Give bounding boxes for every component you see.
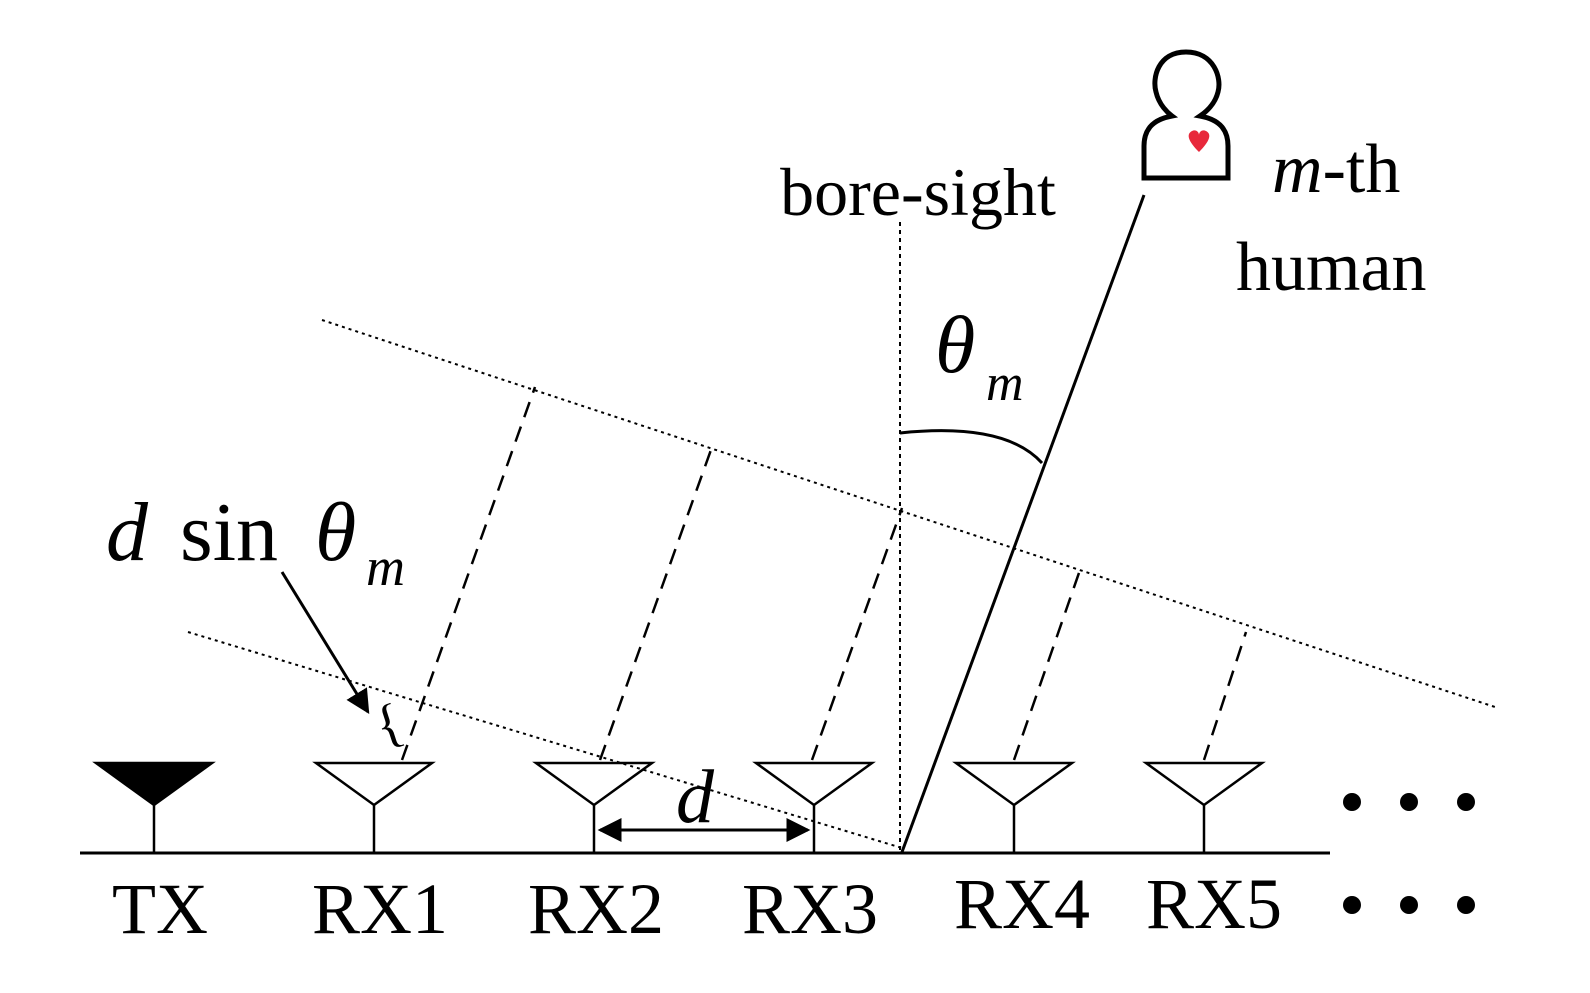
path-line-rx5 xyxy=(1202,631,1248,761)
path-line-rx4 xyxy=(1012,569,1082,761)
person-icon xyxy=(1141,49,1231,181)
rx-antenna-icon xyxy=(952,761,1076,807)
antenna-rx4 xyxy=(952,761,1076,853)
tx-antenna-icon xyxy=(92,761,216,807)
path-subscript: m xyxy=(366,537,405,597)
path-difference-brace: { xyxy=(367,691,410,756)
path-lines xyxy=(400,386,1248,761)
incident-ray-line xyxy=(900,194,1146,853)
path-sin: sin xyxy=(180,486,278,579)
path-d: d xyxy=(106,486,149,579)
antenna-label-rx4: RX4 xyxy=(954,864,1090,944)
human-suffix: -th xyxy=(1323,131,1401,208)
antenna-rx1 xyxy=(312,761,436,853)
spacing-label: d xyxy=(676,755,715,839)
boresight-label: bore-sight xyxy=(780,154,1056,230)
rx-antenna-icon xyxy=(1142,761,1266,807)
antenna-label-tx: TX xyxy=(112,869,208,949)
human-label-line1: m-th xyxy=(1272,131,1400,208)
angle-arc xyxy=(899,429,1044,465)
ellipsis-icon xyxy=(1343,793,1475,914)
wavefront-line-upper xyxy=(321,319,1496,708)
antenna-label-rx1: RX1 xyxy=(312,869,448,949)
antenna-label-rx3: RX3 xyxy=(742,869,878,949)
wavefront-line-lower xyxy=(187,631,903,849)
antenna-tx xyxy=(92,761,216,853)
rx-antenna-icon xyxy=(312,761,436,807)
human-label-line2: human xyxy=(1236,229,1427,306)
rx-antenna-icon xyxy=(532,761,656,807)
antenna-label-rx2: RX2 xyxy=(528,869,664,949)
path-line-rx1 xyxy=(400,386,537,761)
path-line-rx3 xyxy=(810,507,904,761)
theta-subscript: m xyxy=(986,355,1024,412)
antenna-rx5 xyxy=(1142,761,1266,853)
antenna-label-rx5: RX5 xyxy=(1146,864,1282,944)
path-line-rx2 xyxy=(598,446,714,761)
rx-antenna-icon xyxy=(752,761,876,807)
human-m: m xyxy=(1272,131,1323,208)
theta-symbol: θ xyxy=(935,299,975,390)
antenna-rx3 xyxy=(752,761,876,853)
heart-icon xyxy=(1188,130,1210,152)
path-difference-arrow xyxy=(280,571,370,715)
path-theta: θ xyxy=(315,486,356,579)
antenna-rx2 xyxy=(532,761,656,853)
